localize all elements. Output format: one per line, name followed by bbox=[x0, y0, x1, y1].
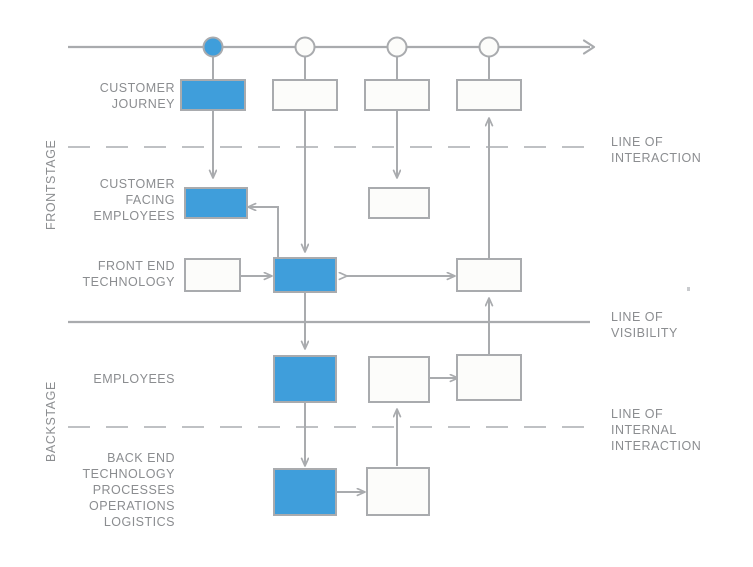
node-emp-3[interactable] bbox=[368, 356, 430, 403]
node-cj-4[interactable] bbox=[456, 79, 522, 111]
separator-label-line-of-visibility: LINE OF VISIBILITY bbox=[611, 310, 678, 340]
node-cj-3[interactable] bbox=[364, 79, 430, 111]
node-fet-4[interactable] bbox=[456, 258, 522, 292]
node-cj-2[interactable] bbox=[272, 79, 338, 111]
timeline-step-2-marker[interactable] bbox=[294, 36, 316, 58]
separator-label-line-of-internal-interaction: LINE OF INTERNAL INTERACTION bbox=[611, 407, 702, 453]
connector-layer bbox=[213, 110, 489, 492]
connector-fet2-to-cfe1 bbox=[248, 207, 279, 258]
row-label-employees: EMPLOYEES bbox=[93, 372, 175, 386]
customer-journey-timeline[interactable] bbox=[68, 36, 596, 81]
node-cj-1[interactable] bbox=[180, 79, 246, 111]
row-label-front-end-technology: FRONT END TECHNOLOGY bbox=[82, 259, 175, 289]
zone-label-frontstage: FRONTSTAGE bbox=[44, 139, 58, 231]
node-fet-2[interactable] bbox=[273, 257, 337, 293]
node-cfe-3[interactable] bbox=[368, 187, 430, 219]
node-emp-2[interactable] bbox=[273, 355, 337, 403]
speck-artifact bbox=[687, 287, 690, 291]
timeline-step-4-marker[interactable] bbox=[478, 36, 500, 58]
row-label-back-end-technology: BACK END TECHNOLOGY PROCESSES OPERATIONS… bbox=[82, 451, 175, 529]
row-label-customer-facing-employees: CUSTOMER FACING EMPLOYEES bbox=[93, 177, 175, 223]
node-emp-4[interactable] bbox=[456, 354, 522, 401]
node-bet-3[interactable] bbox=[366, 467, 430, 516]
row-label-customer-journey: CUSTOMER JOURNEY bbox=[99, 81, 175, 111]
node-bet-2[interactable] bbox=[273, 468, 337, 516]
node-fet-0[interactable] bbox=[184, 258, 241, 292]
zone-label-backstage: BACKSTAGE bbox=[44, 381, 58, 462]
timeline-step-1-marker[interactable] bbox=[202, 36, 224, 58]
separator-label-line-of-interaction: LINE OF INTERACTION bbox=[611, 135, 702, 165]
node-layer bbox=[180, 79, 522, 516]
node-cfe-1[interactable] bbox=[184, 187, 248, 219]
timeline-step-3-marker[interactable] bbox=[386, 36, 408, 58]
